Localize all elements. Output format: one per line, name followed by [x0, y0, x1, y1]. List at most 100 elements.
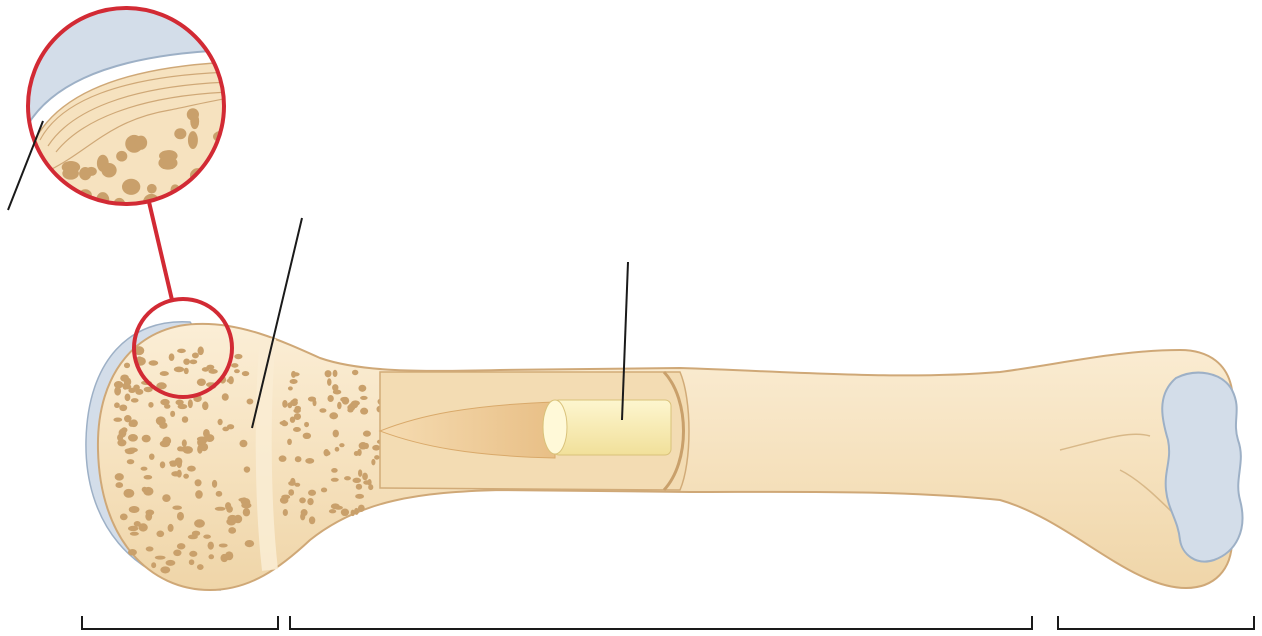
spongy-pore: [228, 527, 236, 534]
spongy-pore: [162, 437, 171, 445]
spongy-pore: [216, 186, 224, 202]
spongy-pore: [372, 445, 380, 451]
spongy-pore: [168, 524, 174, 532]
spongy-pore: [170, 411, 175, 417]
spongy-pore: [147, 184, 157, 194]
spongy-pore: [291, 371, 296, 378]
spongy-pore: [367, 479, 371, 486]
spongy-pore: [156, 416, 166, 425]
spongy-pore: [178, 404, 188, 409]
spongy-pore: [354, 451, 359, 456]
spongy-pore: [352, 478, 361, 483]
spongy-pore: [113, 418, 122, 422]
spongy-pore: [305, 458, 314, 464]
spongy-pore: [127, 459, 135, 464]
spongy-pore: [329, 509, 336, 513]
spongy-pore: [172, 505, 182, 509]
spongy-pore: [244, 466, 250, 472]
spongy-pore: [363, 431, 371, 437]
spongy-pore: [169, 353, 175, 361]
spongy-pore: [219, 543, 228, 547]
spongy-pore: [189, 559, 195, 565]
spongy-pore: [182, 439, 187, 447]
spongy-pore: [187, 466, 196, 472]
spongy-pore: [117, 434, 123, 441]
spongy-pore: [356, 484, 362, 490]
spongy-pore: [120, 374, 129, 381]
yellow-bone-marrow: [543, 400, 671, 455]
spongy-pore: [142, 435, 151, 443]
spongy-pore: [177, 543, 186, 549]
spongy-pore: [195, 479, 202, 486]
spongy-pore: [162, 150, 177, 160]
spongy-pore: [288, 481, 296, 486]
spongy-pore: [177, 349, 186, 353]
spongy-pore: [339, 443, 344, 447]
spongy-pore: [149, 360, 159, 365]
spongy-pore: [332, 384, 338, 391]
spongy-pore: [242, 371, 249, 376]
spongy-pore: [331, 468, 338, 473]
spongy-pore: [333, 370, 338, 377]
spongy-pore: [208, 369, 217, 374]
spongy-pore: [325, 370, 332, 377]
spongy-pore: [156, 531, 164, 538]
spongy-pore: [151, 562, 156, 568]
spongy-pore: [62, 167, 79, 179]
spongy-pore: [342, 397, 350, 405]
spongy-pore: [142, 487, 148, 493]
spongy-pore: [130, 419, 138, 427]
spongy-pore: [207, 170, 215, 183]
spongy-pore: [358, 385, 366, 392]
spongy-pore: [280, 497, 289, 504]
spongy-pore: [331, 503, 340, 509]
spongy-pore: [203, 429, 210, 438]
spongy-pore: [228, 376, 234, 384]
spongy-pore: [208, 542, 214, 550]
spongy-pore: [122, 179, 140, 195]
spongy-pore: [225, 502, 231, 510]
spongy-pore: [355, 494, 364, 499]
spongy-pore: [216, 491, 223, 497]
spongy-pore: [101, 163, 116, 178]
spongy-pore: [160, 566, 170, 573]
spongy-pore: [183, 474, 189, 479]
spongy-pore: [344, 476, 351, 480]
spongy-pore: [243, 508, 250, 516]
spongy-pore: [189, 551, 197, 557]
spongy-pore: [201, 172, 218, 182]
spongy-pore: [241, 502, 251, 508]
spongy-pore: [128, 388, 135, 393]
spongy-pore: [323, 449, 329, 456]
spongy-pore: [360, 408, 368, 415]
spongy-pore: [120, 513, 128, 520]
spongy-pore: [283, 509, 288, 516]
leader-line-cartilage: [8, 121, 43, 210]
spongy-pore: [327, 378, 332, 386]
spongy-pore: [245, 540, 254, 547]
spongy-pore: [128, 549, 137, 555]
spongy-pore: [200, 443, 208, 451]
spongy-pore: [203, 534, 211, 538]
spongy-pore: [145, 510, 154, 516]
spongy-pore: [128, 434, 138, 442]
spongy-pore: [308, 396, 316, 401]
spongy-pore: [174, 128, 186, 139]
spongy-pore: [287, 439, 292, 445]
spongy-pore: [131, 398, 139, 402]
spongy-pore: [215, 165, 229, 177]
spongy-pore: [197, 378, 206, 386]
spongy-pore: [130, 532, 139, 536]
spongy-pore: [139, 523, 148, 531]
spongy-pore: [308, 490, 316, 496]
spongy-pore: [307, 498, 313, 505]
spongy-pore: [114, 402, 120, 408]
spongy-pore: [215, 507, 226, 511]
spongy-pore: [282, 420, 287, 426]
spongy-pore: [125, 448, 132, 452]
spongy-pore: [135, 389, 143, 395]
spongy-pore: [179, 447, 186, 452]
spongy-pore: [358, 505, 365, 512]
spongy-pore: [337, 402, 342, 409]
spongy-pore: [192, 353, 199, 359]
